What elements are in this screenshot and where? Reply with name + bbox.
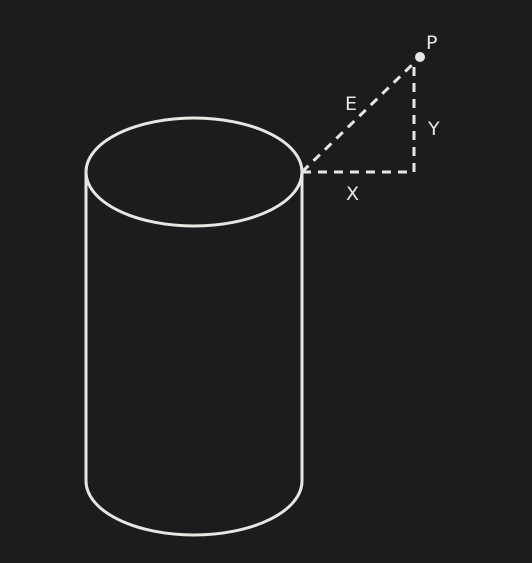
point-p-label: P xyxy=(426,32,437,54)
label-y: Y xyxy=(427,118,440,140)
cylinder-bottom-arc xyxy=(84,480,304,537)
distance-triangle xyxy=(300,58,419,174)
label-x: X xyxy=(346,183,359,205)
hypotenuse-line-e xyxy=(300,58,419,174)
cylinder xyxy=(84,116,304,537)
point-p-marker xyxy=(415,52,425,62)
label-e: E xyxy=(345,93,357,115)
cylinder-top-ellipse xyxy=(84,116,304,228)
